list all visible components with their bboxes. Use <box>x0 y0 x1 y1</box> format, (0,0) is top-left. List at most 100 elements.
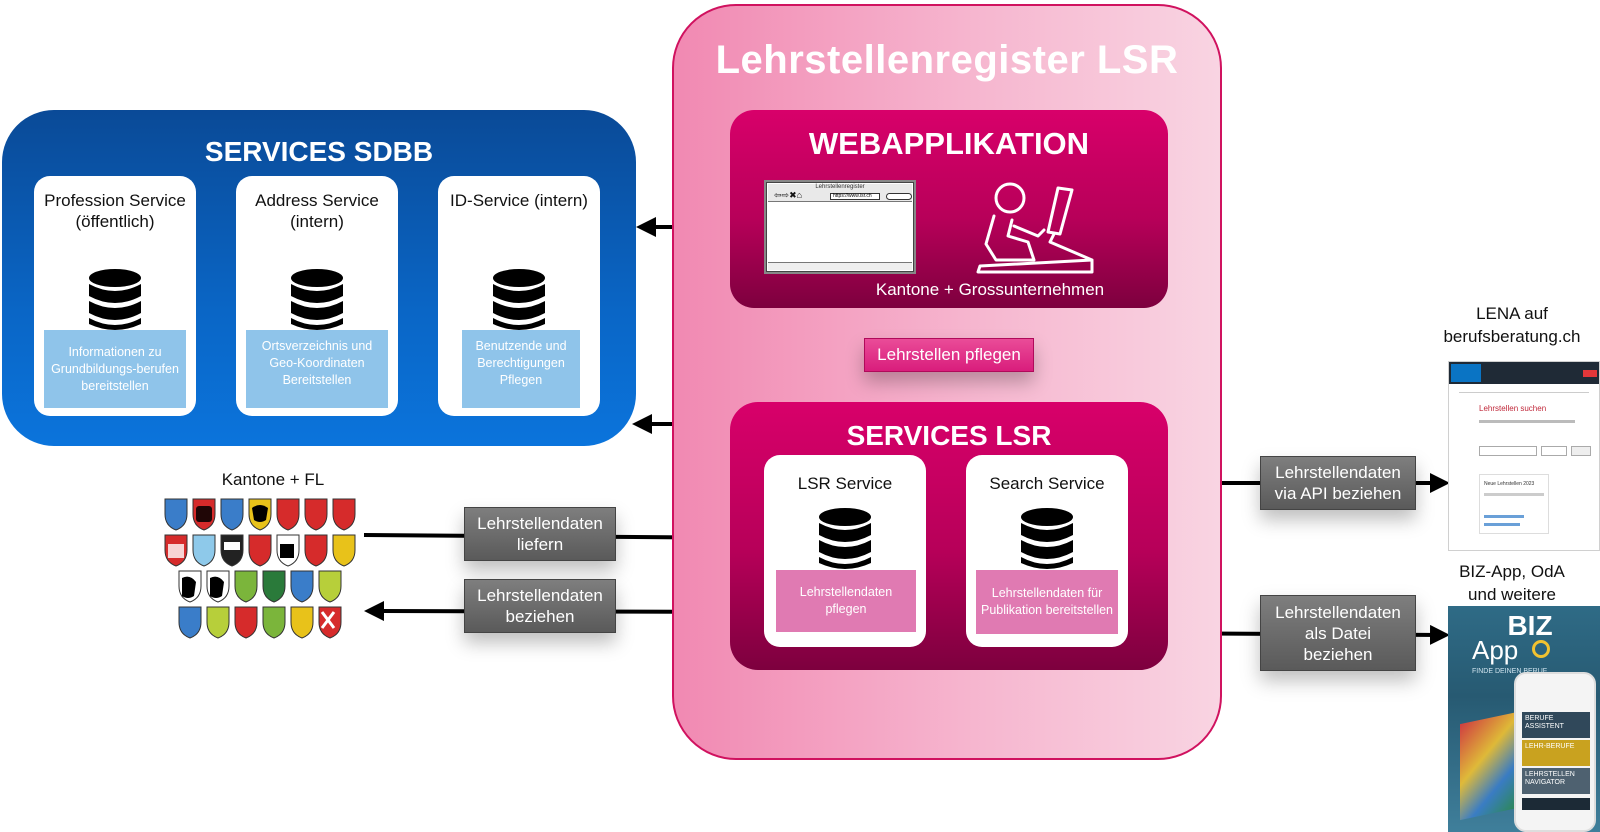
magnifier-icon <box>1532 640 1550 658</box>
lena-label-line2: berufsberatung.ch <box>1443 327 1581 346</box>
flow-label-liefern-line2: liefern <box>516 535 564 554</box>
browser-toolbar: Lehrstellenregister ⇦⇨✖⌂ https://www.lsr… <box>768 184 912 202</box>
lena-screenshot: Lehrstellen suchen Neue Lehrstellen 2023 <box>1448 361 1600 551</box>
biz-app-screenshot: BIZ App FINDE DEINEN BERUF BERUFE ASSIST… <box>1448 606 1600 832</box>
lena-select <box>1541 446 1567 456</box>
database-icon <box>291 269 343 330</box>
flow-label-liefern: Lehrstellendaten liefern <box>464 507 616 561</box>
biz-tagline: FINDE DEINEN BERUF <box>1472 668 1548 675</box>
canton-coat-of-arms-icon <box>206 606 230 639</box>
browser-statusbar <box>768 262 912 270</box>
profession-service-desc: Informationen zu Grundbildungs-berufen b… <box>44 330 186 408</box>
canton-coat-of-arms-icon <box>248 534 272 567</box>
lena-section-title: Neue Lehrstellen 2023 <box>1484 481 1535 487</box>
biz-phone-item-2: LEHR-BERUFE <box>1522 740 1590 766</box>
lsr-service-title: LSR Service <box>797 474 893 493</box>
flow-label-datei-line3: beziehen <box>1303 644 1373 664</box>
services-lsr-title: SERVICES LSR <box>846 420 1052 451</box>
canton-coat-of-arms-icon <box>332 534 356 567</box>
browser-nav-icons: ⇦⇨✖⌂ <box>774 190 803 200</box>
flow-label-api: Lehrstellendaten via API beziehen <box>1260 456 1416 510</box>
canton-coat-of-arms-icon <box>178 606 202 639</box>
webapp-title: WEBAPPLIKATION <box>808 126 1090 161</box>
canton-coat-of-arms-icon <box>234 570 258 603</box>
profession-service-card: Profession Service (öffentlich) Informat… <box>34 176 196 416</box>
biz-label: BIZ-App, OdA und weitere <box>1432 560 1592 606</box>
biz-logo-bottom: App <box>1472 635 1519 665</box>
id-service-title: ID-Service (intern) <box>450 191 588 210</box>
canton-coat-of-arms-icon <box>290 570 314 603</box>
canton-coat-of-arms-icon <box>318 570 342 603</box>
flow-label-beziehen-line1: Lehrstellendaten <box>477 586 603 605</box>
browser-url: https://www.lsr.ch <box>830 193 880 200</box>
kantone-label: Kantone + FL <box>221 470 325 489</box>
canton-coat-of-arms-icon <box>276 498 300 531</box>
lena-label-line1: LENA auf <box>1476 304 1548 323</box>
webapp-footer-label: Kantone + Grossunternehmen <box>875 280 1105 299</box>
person-at-desk-icon <box>976 182 1094 274</box>
biz-logo-top: BIZ <box>1507 610 1553 641</box>
lena-header <box>1449 362 1599 384</box>
pflegen-label: Lehrstellen pflegen <box>864 338 1034 372</box>
flow-label-beziehen: Lehrstellendaten beziehen <box>464 579 616 633</box>
lsr-service-desc: Lehrstellendaten pflegen <box>776 570 916 632</box>
flow-label-liefern-line1: Lehrstellendaten <box>477 514 603 533</box>
canton-coat-of-arms-icon <box>220 534 244 567</box>
canton-coat-of-arms-icon <box>192 534 216 567</box>
biz-label-line2: und weitere <box>1468 585 1556 604</box>
canton-coat-of-arms-icon <box>262 570 286 603</box>
biz-label-line1: BIZ-App, OdA <box>1459 562 1565 581</box>
lena-heading: Lehrstellen suchen <box>1479 404 1547 413</box>
canton-coat-of-arms-icon <box>304 498 328 531</box>
database-icon <box>89 269 141 330</box>
canton-coat-of-arms-icon <box>332 498 356 531</box>
biz-phone: BERUFE ASSISTENT LEHR-BERUFE LEHRSTELLEN… <box>1514 672 1596 832</box>
profession-service-title: Profession Service (öffentlich) <box>44 191 186 231</box>
browser-title: Lehrstellenregister <box>815 184 865 190</box>
browser-window-icon: Lehrstellenregister ⇦⇨✖⌂ https://www.lsr… <box>764 180 916 274</box>
id-service-card: ID-Service (intern) Benutzende und Berec… <box>438 176 600 416</box>
lsr-service-card: LSR Service Lehrstellendaten pflegen <box>764 455 926 647</box>
flow-label-api-line1: Lehrstellendaten <box>1275 463 1401 482</box>
flow-label-datei-line2: als Datei <box>1304 623 1372 643</box>
lena-link <box>1484 523 1520 526</box>
database-icon <box>1021 508 1073 569</box>
canton-coat-of-arms-icon <box>234 606 258 639</box>
canton-coat-of-arms-grid <box>164 498 356 639</box>
services-sdbb-title: SERVICES SDBB <box>204 136 434 167</box>
flow-label-datei: Lehrstellendaten als Datei beziehen <box>1260 595 1416 671</box>
lena-link <box>1484 515 1524 518</box>
canton-coat-of-arms-icon <box>164 498 188 531</box>
biz-flags-graphic <box>1460 711 1518 821</box>
lena-divider <box>1459 392 1589 393</box>
canton-coat-of-arms-icon <box>290 606 314 639</box>
canton-coat-of-arms-icon <box>220 498 244 531</box>
biz-phone-item-3: LEHRSTELLEN NAVIGATOR <box>1522 768 1590 794</box>
address-service-title: Address Service (intern) <box>255 191 379 231</box>
canton-coat-of-arms-icon <box>304 534 328 567</box>
address-service-card: Address Service (intern) Ortsverzeichnis… <box>236 176 398 416</box>
lena-text-line <box>1484 493 1544 496</box>
lena-text-line <box>1479 420 1575 423</box>
lena-result-box: Neue Lehrstellen 2023 <box>1479 474 1549 534</box>
flow-label-api-line2: via API beziehen <box>1274 484 1402 503</box>
lsr-title: Lehrstellenregister LSR <box>715 38 1179 82</box>
search-service-desc: Lehrstellendaten für Publikation bereits… <box>976 570 1118 634</box>
biz-phone-item-1: BERUFE ASSISTENT <box>1522 712 1590 738</box>
flow-label-datei-line1: Lehrstellendaten <box>1275 602 1401 622</box>
browser-search-icon <box>886 193 912 200</box>
address-service-desc: Ortsverzeichnis und Geo-Koordinaten Bere… <box>246 330 388 408</box>
lena-header-button <box>1583 370 1597 377</box>
id-service-desc: Benutzende und Berechtigungen Pflegen <box>462 330 580 408</box>
biz-phone-tabbar <box>1522 798 1590 810</box>
search-service-title: Search Service <box>989 474 1105 493</box>
database-icon <box>819 508 871 569</box>
flow-label-beziehen-line2: beziehen <box>505 607 575 626</box>
database-icon <box>493 269 545 330</box>
lena-label: LENA auf berufsberatung.ch <box>1432 302 1592 348</box>
canton-coat-of-arms-icon <box>262 606 286 639</box>
lena-select <box>1479 446 1537 456</box>
search-service-card: Search Service Lehrstellendaten für Publ… <box>966 455 1128 647</box>
lena-logo <box>1451 364 1481 382</box>
lena-search-button <box>1571 446 1591 456</box>
